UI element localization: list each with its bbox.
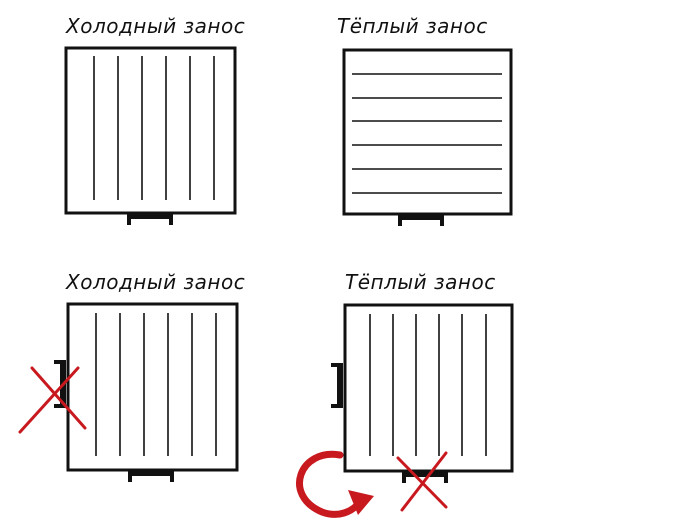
red-cross-mark [18, 366, 87, 434]
door-bottom [128, 470, 174, 482]
red-rotation-arrow-icon [296, 450, 374, 518]
door-bottom [402, 471, 448, 483]
room-outline [66, 302, 239, 472]
horizontal-lines [352, 73, 502, 194]
door-left [331, 363, 343, 408]
vertical-lines [93, 56, 215, 200]
red-cross-mark [396, 451, 448, 512]
panel-bottom-right [296, 303, 514, 518]
title-top-right: Тёплый занос [337, 14, 488, 38]
title-bottom-right: Тёплый занос [345, 270, 496, 294]
title-top-left: Холодный занос [65, 14, 245, 38]
vertical-lines [95, 313, 217, 456]
vertical-lines [369, 314, 487, 456]
door-bottom [127, 213, 173, 225]
title-bottom-left: Холодный занос [65, 270, 245, 294]
panel-top-right [342, 48, 513, 226]
door-bottom [398, 214, 444, 226]
panel-top-left [64, 46, 237, 225]
room-outline [64, 46, 237, 215]
panel-bottom-left [18, 302, 239, 482]
